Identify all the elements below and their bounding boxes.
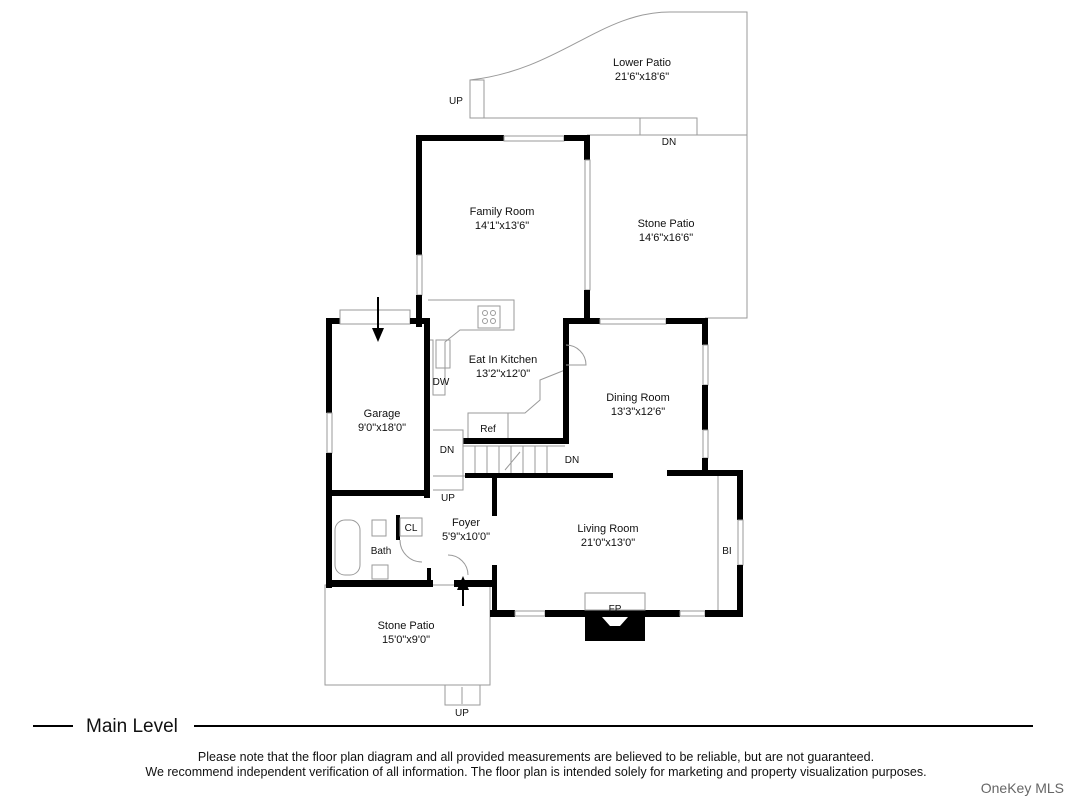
- room-size: 9'0"x18'0": [358, 422, 406, 434]
- stairs-up-label: UP: [455, 708, 469, 719]
- lower-patio-edge: [470, 117, 698, 136]
- bath-label: Bath: [371, 546, 392, 557]
- room-size: 5'9"x10'0": [442, 531, 490, 543]
- room-size: 13'3"x12'6": [611, 406, 665, 418]
- entry-arrow-icon: [372, 328, 384, 342]
- room-size: 15'0"x9'0": [382, 634, 430, 646]
- stairs-dn-label: DN: [440, 445, 454, 456]
- front-entry-arrow-icon: [457, 576, 469, 590]
- disclaimer-line: We recommend independent verification of…: [145, 765, 927, 779]
- room-name: Lower Patio: [613, 57, 671, 69]
- room-size: 21'0"x13'0": [581, 537, 635, 549]
- bathtub: [334, 519, 361, 576]
- room-size: 13'2"x12'0": [476, 368, 530, 380]
- closet-label: CL: [405, 523, 418, 534]
- room-name: Dining Room: [606, 392, 670, 404]
- fireplace-label: FP: [609, 604, 622, 615]
- patio-steps-up: [444, 684, 481, 706]
- room-name: Foyer: [452, 517, 480, 529]
- patio-steps-dn: [639, 117, 698, 136]
- lower-patio-steps: [469, 79, 485, 119]
- room-size: 14'6"x16'6": [639, 232, 693, 244]
- room-name: Stone Patio: [638, 218, 695, 230]
- room-name: Garage: [364, 408, 401, 420]
- stairs-dn-label: DN: [565, 455, 579, 466]
- room-name: Family Room: [470, 206, 535, 218]
- disclaimer-line: Please note that the floor plan diagram …: [197, 750, 875, 764]
- ref-label: Ref: [480, 424, 496, 435]
- dishwasher-label: DW: [433, 377, 450, 388]
- stairs-up-label: UP: [441, 493, 455, 504]
- stairs-up-label: UP: [449, 96, 463, 107]
- room-name: Stone Patio: [378, 620, 435, 632]
- wall: [416, 135, 504, 141]
- room-name: Eat In Kitchen: [469, 354, 538, 366]
- built-in-label: BI: [722, 546, 731, 557]
- stairs-dn-label: DN: [662, 137, 676, 148]
- sink-icon: [435, 339, 451, 369]
- room-size: 21'6"x18'6": [615, 71, 669, 83]
- room-name: Living Room: [577, 523, 638, 535]
- lower-patio-outline: [469, 11, 748, 319]
- brand-watermark: OneKey MLS: [980, 780, 1064, 796]
- level-title: Main Level: [86, 716, 178, 737]
- fireplace: [585, 617, 645, 641]
- room-size: 14'1"x13'6": [475, 220, 529, 232]
